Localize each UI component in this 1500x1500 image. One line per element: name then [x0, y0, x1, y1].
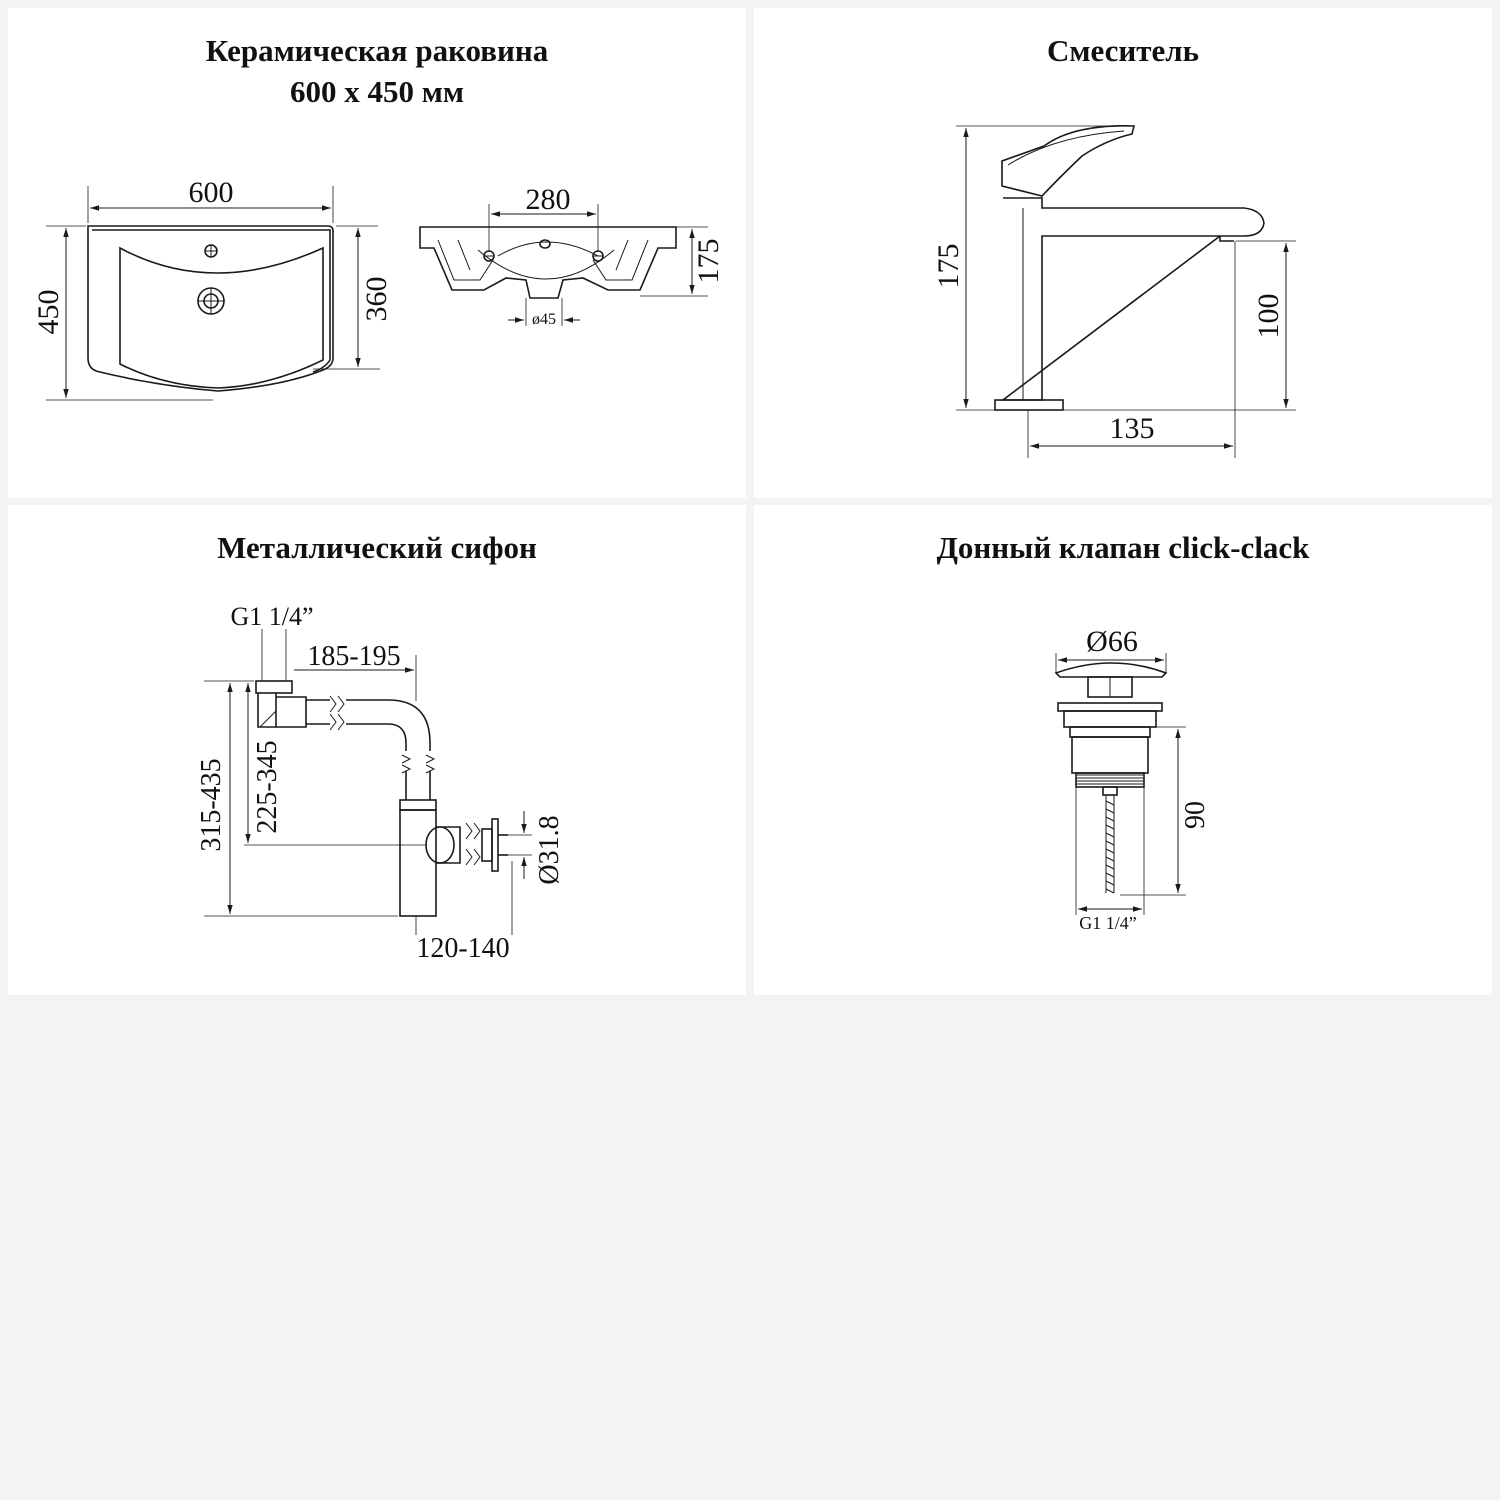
siphon-drawing: G1 1/4” 185-195 315-435 225-345 Ø31.8 12… [196, 602, 565, 964]
valve-thread-label: G1 1/4” [1079, 913, 1137, 933]
sink-depth-label: 450 [32, 290, 65, 335]
sink-side-view: 280 175 ø45 [419, 183, 725, 328]
valve-height-label: 90 [1180, 801, 1211, 829]
sink-drain-label: ø45 [532, 311, 556, 328]
faucet-title: Смеситель [1046, 33, 1200, 68]
valve-diameter-label: Ø66 [1086, 625, 1138, 658]
valve-drawing: Ø66 90 G1 1/4” [1054, 625, 1211, 933]
siphon-length-label: 185-195 [307, 641, 400, 672]
siphon-title: Металлический сифон [217, 530, 537, 565]
faucet-reach-label: 135 [1110, 412, 1155, 445]
valve-title: Донный клапан click-clack [936, 530, 1310, 565]
siphon-pipe-diameter-label: Ø31.8 [534, 815, 565, 884]
faucet-spout-height-label: 100 [1252, 294, 1285, 339]
siphon-outline [255, 680, 508, 917]
siphon-outlet-height-label: 225-345 [252, 740, 283, 833]
sink-height-label: 175 [692, 239, 725, 284]
valve-outline [1054, 662, 1168, 894]
faucet-height-label: 175 [932, 244, 965, 289]
siphon-outlet-offset-label: 120-140 [416, 933, 509, 964]
sink-title: Керамическая раковина 600 x 450 мм [8, 30, 746, 112]
valve-panel: Донный клапан click-clack [754, 505, 1492, 995]
faucet-panel: Смеситель 175 100 1 [754, 8, 1492, 498]
sink-hole-spacing-label: 280 [526, 183, 571, 216]
sink-width-label: 600 [189, 176, 234, 209]
sink-panel: Керамическая раковина 600 x 450 мм 600 [8, 8, 746, 498]
siphon-thread-label: G1 1/4” [230, 602, 313, 631]
sink-title-line1: Керамическая раковина [205, 33, 549, 68]
sink-top-view: 600 450 360 [32, 176, 393, 401]
sink-drawing: 600 450 360 280 [32, 176, 725, 401]
faucet-outline [994, 125, 1265, 411]
siphon-panel: Металлический сифон [8, 505, 746, 995]
faucet-drawing: 175 100 135 [932, 125, 1296, 458]
sink-bowl-depth-label: 360 [360, 277, 393, 322]
siphon-total-height-label: 315-435 [196, 758, 227, 851]
sink-title-line2: 600 x 450 мм [290, 74, 464, 109]
